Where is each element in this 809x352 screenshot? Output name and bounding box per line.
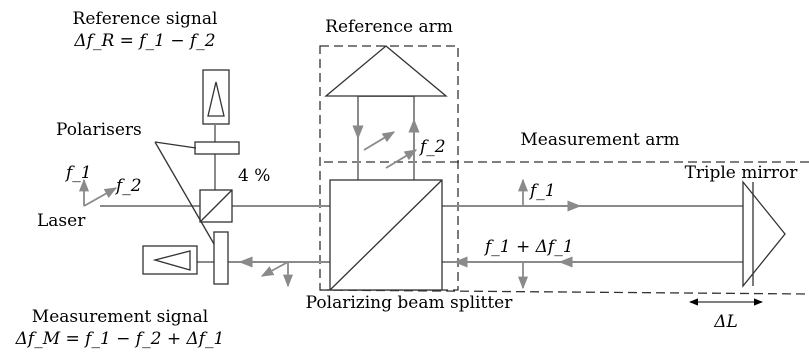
pbs-label: Polarizing beam splitter bbox=[306, 293, 514, 313]
f1-input-label: f_1 bbox=[64, 163, 92, 183]
measurement-arm-box bbox=[319, 161, 809, 295]
f1-output-label: f_1 bbox=[528, 181, 556, 201]
reference-detector-triangle bbox=[207, 81, 225, 117]
measurement-signal-label: Measurement signal bbox=[32, 307, 208, 327]
measurement-arm-label: Measurement arm bbox=[520, 130, 679, 150]
triple-mirror bbox=[742, 180, 786, 288]
percent-label: 4 % bbox=[238, 166, 270, 186]
measurement-signal-equation: Δf_M = f_1 − f_2 + Δf_1 bbox=[15, 329, 225, 349]
pol-ref-1 bbox=[363, 131, 396, 151]
reference-detector bbox=[202, 69, 230, 125]
reference-signal-label: Reference signal bbox=[73, 9, 218, 29]
f1-return-label: f_1 + Δf_1 bbox=[483, 237, 574, 257]
polarisers-pointer-1 bbox=[154, 141, 197, 149]
measurement-detector-triangle bbox=[152, 250, 191, 271]
small-bs-diagonal bbox=[199, 189, 233, 223]
laser-label: Laser bbox=[37, 211, 86, 231]
polariser-top bbox=[194, 141, 240, 155]
f2-reference-label: f_2 bbox=[418, 137, 446, 157]
reference-prism bbox=[324, 45, 448, 97]
reference-signal-equation: Δf_R = f_1 − f_2 bbox=[73, 31, 215, 51]
triple-mirror-label: Triple mirror bbox=[685, 163, 799, 183]
polarisers-label: Polarisers bbox=[56, 120, 142, 140]
polarisers-pointer-2 bbox=[154, 141, 215, 245]
pol-f2-input bbox=[83, 187, 118, 207]
pol-detector-2 bbox=[260, 261, 289, 277]
pol-ref-2 bbox=[385, 149, 418, 169]
pbs-diagonal bbox=[329, 179, 443, 291]
delta-l-label: ΔL bbox=[713, 312, 738, 332]
f2-input-label: f_2 bbox=[114, 176, 142, 196]
polariser-bottom bbox=[213, 231, 229, 285]
reference-arm-label: Reference arm bbox=[325, 17, 453, 37]
